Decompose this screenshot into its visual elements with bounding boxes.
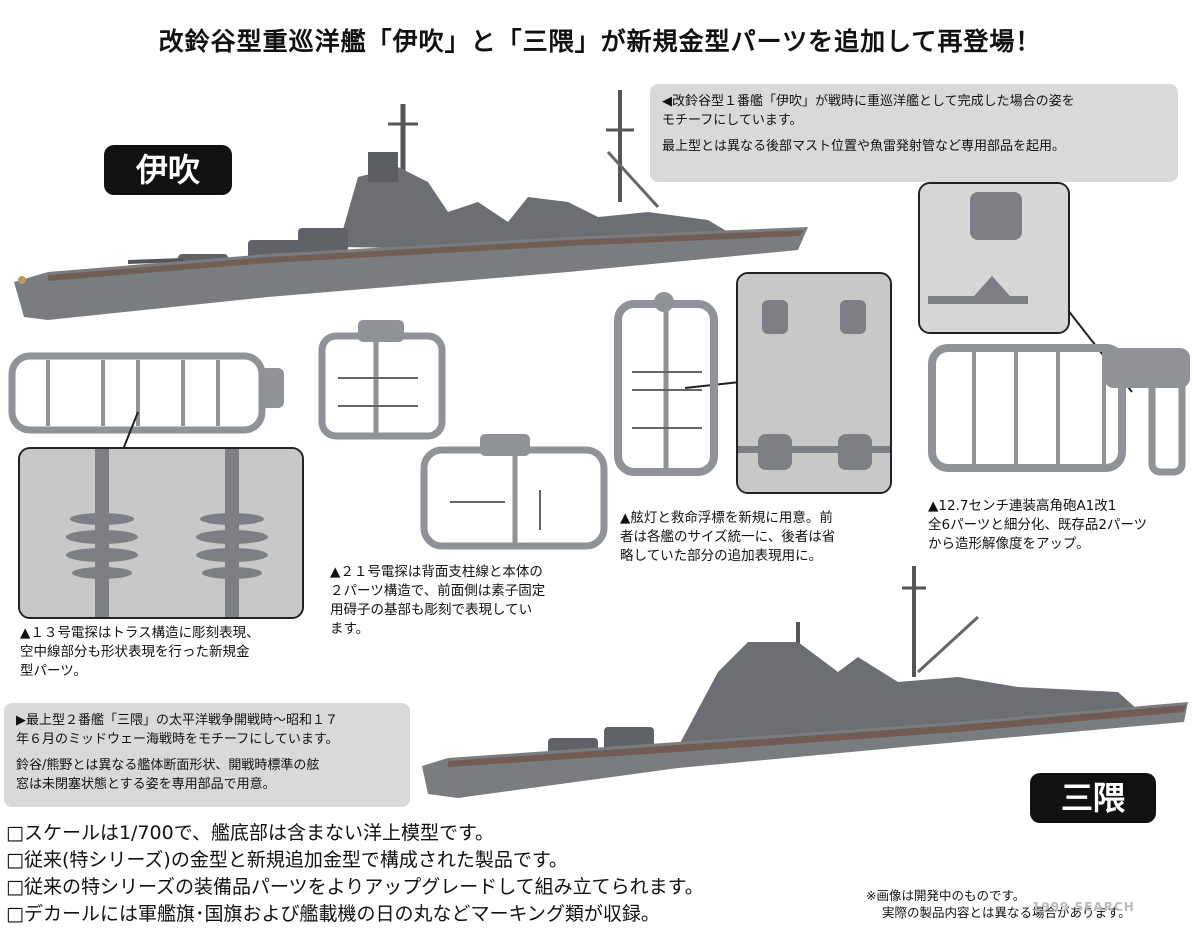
note-line: 実際の製品内容とは異なる場合があります。	[882, 905, 1131, 920]
radar13-closeup-photo	[18, 447, 304, 619]
spec-item: □デカールには軍艦旗･国旗および艦載機の日の丸などマーキング類が収録。	[6, 903, 660, 925]
radar21-sprue-photo	[420, 434, 608, 550]
spec-item: □従来の特シリーズの装備品パーツをよりアップグレードして組み立てられます。	[6, 876, 704, 898]
ibuki-ship-photo	[14, 90, 808, 320]
mikuma-ship-photo	[422, 566, 1188, 798]
mikuma-info-line: 年６月のミッドウェー海戦時をモチーフにしています。	[16, 732, 339, 747]
ibuki-name-tag: 伊吹	[104, 145, 232, 195]
mikuma-name-tag: 三隈	[1030, 773, 1156, 823]
gun127-sprue-photo	[928, 344, 1190, 476]
radar13-caption: ▲１３号電探はトラス構造に彫刻表現、 空中線部分も形状表現を行った新規金 型パー…	[20, 625, 260, 679]
ibuki-info-box: ◀改鈴谷型１番艦「伊吹」が戦時に重巡洋艦として完成した場合の姿を モチーフにして…	[650, 84, 1178, 182]
ibuki-info-line: ◀改鈴谷型１番艦「伊吹」が戦時に重巡洋艦として完成した場合の姿を	[662, 94, 1075, 109]
development-note: ※画像は開発中のものです。 実際の製品内容とは異なる場合があります。	[866, 887, 1131, 921]
product-spec-list: □スケールは1/700で、艦底部は含まない洋上模型です。 □従来(特シリーズ)の…	[6, 820, 704, 928]
lamps-closeup-photo	[736, 272, 892, 494]
mikuma-info-box: ▶最上型２番艦「三隈」の太平洋戦争開戦時～昭和１７ 年６月のミッドウェー海戦時を…	[4, 703, 410, 807]
lamps-caption: ▲舷灯と救命浮標を新規に用意。前 者は各艦のサイズ統一に、後者は省 略していた部…	[620, 510, 836, 564]
gun127-closeup-photo	[918, 182, 1070, 334]
spec-item: □従来(特シリーズ)の金型と新規追加金型で構成された製品です。	[6, 849, 568, 871]
gun127-caption: ▲12.7センチ連装高角砲A1改1 全6パーツと細分化、既存品2パーツ から造形…	[928, 498, 1148, 552]
radar21-caption: ▲２１号電探は背面支柱線と本体の ２パーツ構造で、前面側は素子固定 用碍子の基部…	[330, 564, 546, 637]
ibuki-info-line: 最上型とは異なる後部マスト位置や魚雷発射管など専用部品を起用。	[662, 139, 1066, 154]
mikuma-info-line: ▶最上型２番艦「三隈」の太平洋戦争開戦時～昭和１７	[16, 713, 338, 728]
lamps-sprue-photo	[614, 292, 718, 476]
ibuki-info-line: モチーフにしています。	[662, 113, 803, 128]
note-line: ※画像は開発中のものです。	[866, 888, 1026, 903]
page-headline: 改鈴谷型重巡洋艦「伊吹」と「三隈」が新規金型パーツを追加して再登場！	[158, 27, 1042, 56]
radar21-sprue-photo	[318, 320, 446, 440]
mikuma-info-line: 窓は未閉塞状態とする姿を専用部品で用意。	[16, 777, 276, 792]
mikuma-info-line: 鈴谷/熊野とは異なる艦体断面形状、開戦時標準の舷	[16, 758, 320, 773]
watermark-text: 1999 SEARCH	[1032, 900, 1135, 914]
radar13-sprue-photo	[8, 352, 284, 434]
spec-item: □スケールは1/700で、艦底部は含まない洋上模型です。	[6, 822, 495, 844]
